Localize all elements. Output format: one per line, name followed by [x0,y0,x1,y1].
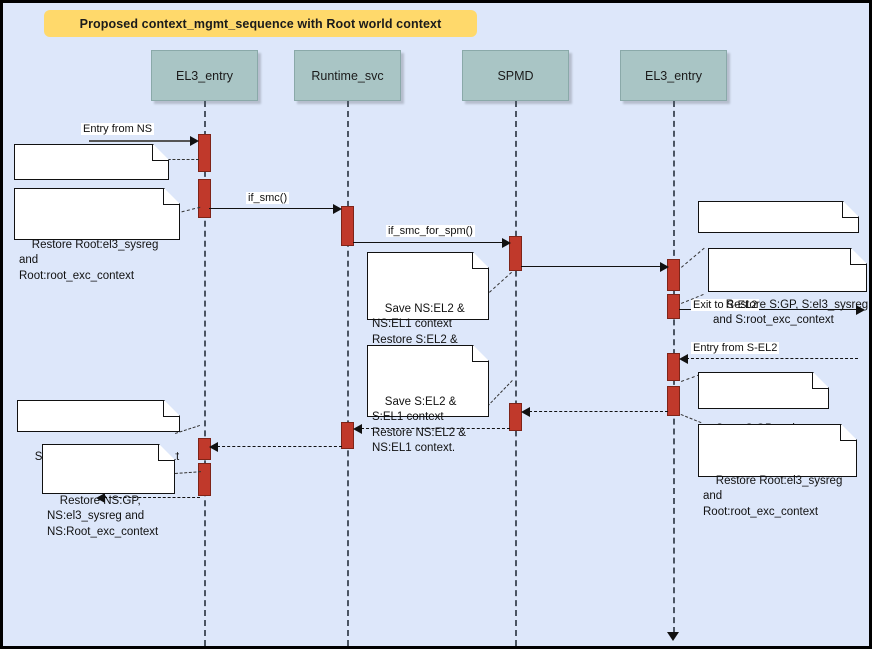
activation-bar [198,134,211,172]
activation-bar [667,386,680,416]
activation-bar [341,422,354,449]
note-text: Restore NS:GP, NS:el3_sysreg and NS:Root… [47,494,159,538]
note-fold-cut [841,424,857,440]
message-arrowhead [521,407,530,417]
note-fold-cut [851,248,867,264]
note-fold-cut [843,201,859,217]
activation-bar [667,294,680,319]
message-label-exit-to-s-el2: Exit to S-EL2 [691,299,760,311]
note-fold-cut [164,400,180,416]
lifeline-line-runtime-svc [347,101,349,646]
message-label-if-smc-for-spm: if_smc_for_spm() [386,225,475,237]
activation-bar [198,463,211,496]
activation-bar [341,206,354,246]
note-restore-root-el3-sysreg-top: Restore Root:el3_sysreg and Root:root_ex… [14,188,180,282]
lifeline-line-spmd [515,101,517,646]
lifeline-label: SPMD [497,68,534,83]
message-label-entry-from-s-el2: Entry from S-EL2 [691,342,780,354]
note-save-root-exc-context-left: Save Root:root_exc_context [17,400,180,463]
activation-bar [667,353,680,381]
message-label-if-smc: if_smc() [246,192,290,204]
note-text: Restore Root:el3_sysreg and Root:root_ex… [703,474,843,518]
note-text: Save S:EL2 & S:EL1 context Restore NS:EL… [372,395,466,455]
note-connector [489,271,512,293]
lifeline-label: EL3_entry [645,68,702,83]
message-arrowhead [96,493,105,503]
lifeline-label: Runtime_svc [311,68,384,83]
message-arrowhead [190,136,199,146]
note-connector [681,247,705,268]
note-save-s-gp: Save S:GP and S:root_exc_context [698,372,829,450]
note-text: Restore S:GP, S:el3_sysreg and S:root_ex… [713,298,869,327]
lifeline-head-el3-entry-left[interactable]: EL3_entry [151,50,258,101]
note-fold-cut [473,345,489,361]
message-line-spmd-to-runtime-svc-return [361,428,510,429]
note-save-ns-gp: Save NS:GP and NS:Root_exc_context [14,144,169,222]
message-line-exit-to-s-el2 [679,309,859,310]
activation-bar [509,236,522,271]
message-line-spmd-to-el3-entry [521,266,663,267]
note-fold-cut [473,252,489,268]
note-save-ns-el2-restore-s-el2: Save NS:EL2 & NS:EL1 context Restore S:E… [367,252,489,361]
note-connector [163,159,199,160]
message-line-el3-entry-exit-return [104,497,200,498]
activation-bar [509,403,522,431]
note-restore-root-el3-sysreg-bottom: Restore Root:el3_sysreg and Root:root_ex… [698,424,857,518]
message-label-entry-from-ns: Entry from NS [81,123,155,135]
activation-bar [198,179,211,218]
note-save-s-el2-restore-ns-el2: Save S:EL2 & S:EL1 context Restore NS:EL… [367,345,489,454]
message-line-entry-from-s-el2 [686,358,858,359]
message-arrowhead [856,305,865,315]
lifeline-label: EL3_entry [176,68,233,83]
note-fold-cut [159,444,175,460]
note-restore-s-gp: Restore S:GP, S:el3_sysreg and S:root_ex… [708,248,868,326]
note-fold-cut [153,144,169,160]
note-connector [680,414,702,424]
message-arrowhead [660,262,669,272]
activation-bar [667,259,680,291]
message-arrowhead [209,442,218,452]
message-line-entry-from-ns [89,140,193,142]
message-arrowhead [679,354,688,364]
message-arrowhead [333,204,342,214]
message-arrowhead [502,238,511,248]
lifeline-line-el3-entry-left [204,101,206,646]
lifeline-head-el3-entry-right[interactable]: EL3_entry [620,50,727,101]
message-arrowhead [353,424,362,434]
lifeline-head-spmd[interactable]: SPMD [462,50,569,101]
note-fold-cut [813,372,829,388]
message-line-runtime-svc-to-el3-entry-return [217,446,342,447]
note-text: Restore Root:el3_sysreg and Root:root_ex… [19,238,159,282]
message-line-if-smc [209,208,336,209]
message-line-el3-entry-to-spmd-return [529,411,668,412]
note-restore-ns-gp: Restore NS:GP, NS:el3_sysreg and NS:Root… [42,444,175,538]
message-line-if-smc-for-spm [353,242,505,243]
note-save-root-exc-context-right: Save Root:root_exc_context [698,201,860,264]
note-fold-cut [164,188,180,204]
diagram-title: Proposed context_mgmt_sequence with Root… [44,10,477,37]
lifeline-head-runtime-svc[interactable]: Runtime_svc [294,50,401,101]
lifeline-end-arrow-el3-entry-right [667,632,679,641]
